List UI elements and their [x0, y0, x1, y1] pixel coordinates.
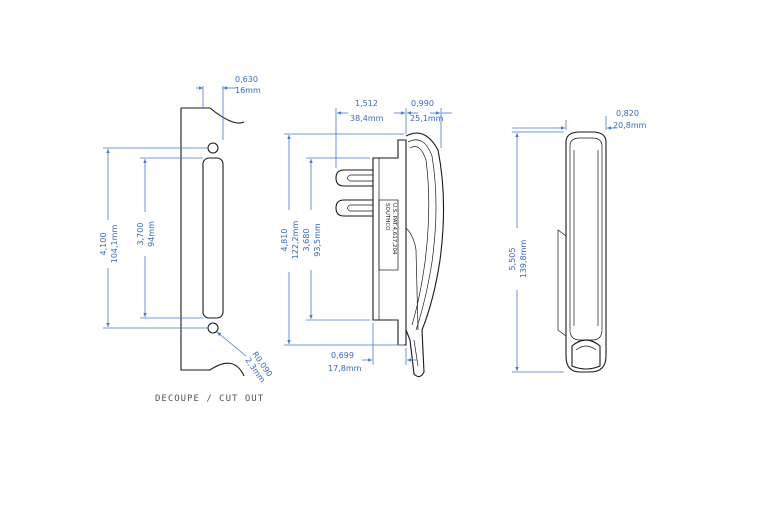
front-height-mm: 139,8mm — [519, 240, 528, 279]
side-prong-top — [335, 169, 373, 187]
side-prong-bottom — [335, 199, 373, 217]
front-lever-tip — [571, 339, 601, 370]
side-view: SOUTHCO U.S. PAT.4,617,204 — [280, 99, 452, 378]
front-width-mm: 20,8mm — [613, 121, 647, 130]
front-view: 0,820 20,8mm 5,505 139,8mm — [508, 109, 647, 373]
cutout-caption: DECOUPE / CUT OUT — [155, 394, 264, 404]
front-width-in: 0,820 — [616, 109, 639, 118]
cutout-hole-bottom — [207, 322, 219, 334]
side-post-in: 3,680 — [302, 229, 311, 252]
side-base-plate — [372, 139, 407, 346]
side-depth-in: 1,512 — [355, 99, 378, 108]
side-lever — [405, 132, 445, 378]
cutout-slot — [202, 157, 224, 319]
cutout-slot-mm: 94mm — [147, 221, 156, 247]
front-height-in: 5,505 — [508, 248, 517, 271]
side-base-mm: 17,8mm — [328, 364, 362, 373]
cutout-view: 0,630 16mm 4,100 104,1mm 3,700 94mm R0,0… — [99, 75, 274, 404]
cutout-overall-mm: 104,1mm — [110, 225, 119, 264]
side-stamp-brand: SOUTHCO — [384, 203, 390, 231]
cutout-overall-in: 4,100 — [99, 233, 108, 256]
side-base-in: 0,699 — [331, 351, 354, 360]
side-post-mm: 93,5mm — [313, 223, 322, 257]
side-depth-mm: 38,4mm — [350, 114, 384, 123]
cutout-width-in: 0,630 — [235, 75, 258, 84]
side-height-mm: 122,2mm — [291, 221, 300, 260]
side-lever-mm: 25,1mm — [410, 114, 444, 123]
side-stamp-patent: U.S. PAT.4,617,204 — [391, 203, 397, 255]
side-lever-in: 0,990 — [411, 99, 434, 108]
front-outline — [565, 131, 607, 373]
cutout-hole-top — [207, 142, 219, 154]
cutout-panel-outline — [180, 107, 245, 377]
cutout-slot-in: 3,700 — [136, 223, 145, 246]
side-height-in: 4,810 — [280, 229, 289, 252]
cutout-width-mm: 16mm — [235, 86, 261, 95]
